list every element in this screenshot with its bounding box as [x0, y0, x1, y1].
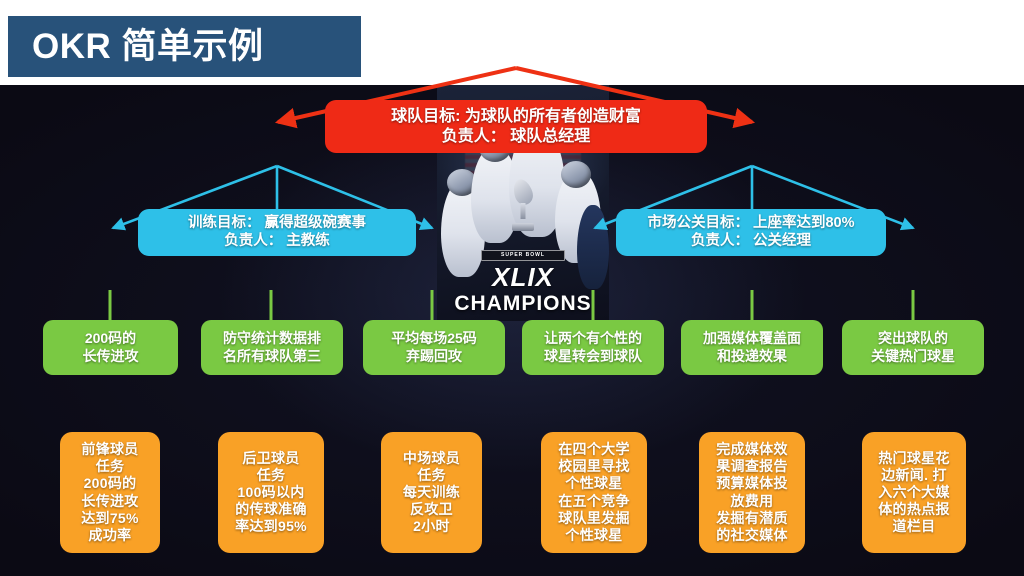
super-bowl-badge-label: SUPER BOWL [501, 252, 545, 259]
key-result-box-4[interactable]: 让两个有个性的 球星转会到球队 [522, 320, 664, 375]
goal-1-line-2: 负责人： 主教练 [224, 232, 330, 249]
title-band: OKR 简单示例 [0, 0, 1024, 85]
task-5-line-3: 预算媒体投 [716, 475, 788, 492]
task-6-line-4: 体的热点报 [878, 501, 950, 518]
task-box-1[interactable]: 前锋球员 任务 200码的 长传进攻 达到75% 成功率 [60, 432, 160, 553]
task-1-line-6: 成功率 [88, 526, 132, 543]
task-2-line-4: 的传球准确 [235, 501, 307, 518]
task-5-line-5: 发掘有潜质 [716, 509, 788, 526]
task-1-line-2: 任务 [95, 458, 125, 475]
roman-numeral-label: XLIX [492, 262, 554, 293]
task-6-line-5: 道栏目 [892, 518, 936, 535]
goal-1-line-1: 训练目标： 赢得超级碗赛事 [187, 214, 367, 231]
objective-box[interactable]: 球队目标: 为球队的所有者创造财富 负责人： 球队总经理 [325, 100, 707, 153]
task-2-line-1: 后卫球员 [242, 449, 300, 466]
task-6-line-2: 边新闻. 打 [881, 466, 947, 483]
goal-2-line-1: 市场公关目标： 上座率达到80% [647, 214, 855, 231]
task-5-line-6: 的社交媒体 [716, 526, 788, 543]
task-4-line-3: 个性球星 [565, 475, 623, 492]
key-result-box-1[interactable]: 200码的 长传进攻 [43, 320, 178, 375]
objective-line-1: 球队目标: 为球队的所有者创造财富 [391, 107, 641, 125]
trophy-stem [520, 203, 526, 220]
task-2-line-5: 率达到95% [235, 518, 307, 535]
task-4-line-1: 在四个大学 [558, 441, 630, 458]
task-3-line-1: 中场球员 [402, 449, 461, 466]
task-2-line-2: 任务 [256, 466, 286, 483]
task-box-4[interactable]: 在四个大学 校园里寻找 个性球星 在五个竞争 球队里发掘 个性球星 [541, 432, 647, 553]
key-result-box-2[interactable]: 防守统计数据排 名所有球队第三 [201, 320, 343, 375]
task-6-line-1: 热门球星花 [878, 449, 950, 466]
task-1-line-5: 达到75% [81, 509, 139, 526]
super-bowl-badge: SUPER BOWL [481, 250, 565, 262]
key-result-2-line-1: 防守统计数据排 [223, 330, 321, 347]
task-4-line-5: 球队里发掘 [558, 509, 630, 526]
task-box-5[interactable]: 完成媒体效 果调查报告 预算媒体投 放费用 发掘有潜质 的社交媒体 [699, 432, 805, 553]
key-result-4-line-2: 球星转会到球队 [544, 347, 642, 364]
goal-box-marketing-pr[interactable]: 市场公关目标： 上座率达到80% 负责人： 公关经理 [616, 209, 886, 256]
task-2-line-3: 100码以内 [237, 483, 305, 500]
champions-caption: CHAMPIONS [454, 291, 592, 315]
lombardi-trophy-icon [510, 177, 536, 232]
task-3-line-3: 每天训练 [402, 483, 461, 500]
task-1-line-1: 前锋球员 [81, 441, 139, 458]
trophy-base [512, 223, 534, 232]
key-result-2-line-2: 名所有球队第三 [223, 347, 321, 364]
key-result-box-3[interactable]: 平均每场25码 弃踢回攻 [363, 320, 505, 375]
key-result-1-line-2: 长传进攻 [82, 347, 139, 364]
task-4-line-4: 在五个竞争 [558, 492, 630, 509]
task-box-3[interactable]: 中场球员 任务 每天训练 反攻卫 2小时 [381, 432, 482, 553]
player-helmet-right [561, 161, 591, 188]
task-5-line-1: 完成媒体效 [716, 441, 788, 458]
key-result-5-line-2: 和投递效果 [717, 347, 787, 364]
player-silhouette-far-right [577, 205, 609, 289]
key-result-6-line-2: 关键热门球星 [871, 347, 955, 364]
key-result-box-5[interactable]: 加强媒体覆盖面 和投递效果 [681, 320, 823, 375]
page-title: OKR 简单示例 [32, 27, 264, 66]
key-result-3-line-2: 弃踢回攻 [406, 347, 462, 364]
slide-title-box: OKR 简单示例 [8, 16, 361, 77]
key-result-6-line-1: 突出球队的 [878, 330, 948, 347]
key-result-5-line-1: 加强媒体覆盖面 [703, 330, 801, 347]
task-3-line-4: 反攻卫 [410, 501, 453, 518]
task-box-2[interactable]: 后卫球员 任务 100码以内 的传球准确 率达到95% [218, 432, 324, 553]
task-4-line-2: 校园里寻找 [558, 458, 630, 475]
task-3-line-5: 2小时 [413, 518, 450, 535]
task-box-6[interactable]: 热门球星花 边新闻. 打 入六个大媒 体的热点报 道栏目 [862, 432, 966, 553]
goal-box-training[interactable]: 训练目标： 赢得超级碗赛事 负责人： 主教练 [138, 209, 416, 256]
task-5-line-4: 放费用 [730, 492, 774, 509]
goal-2-line-2: 负责人： 公关经理 [690, 232, 812, 249]
task-4-line-6: 个性球星 [565, 526, 623, 543]
task-6-line-3: 入六个大媒 [878, 483, 950, 500]
key-result-1-line-1: 200码的 [84, 330, 137, 347]
task-1-line-4: 长传进攻 [81, 492, 139, 509]
key-result-4-line-1: 让两个有个性的 [544, 330, 642, 347]
key-result-3-line-1: 平均每场25码 [391, 330, 477, 347]
key-result-box-6[interactable]: 突出球队的 关键热门球星 [842, 320, 984, 375]
task-1-line-3: 200码的 [83, 475, 137, 492]
objective-line-2: 负责人： 球队总经理 [441, 127, 591, 145]
task-3-line-2: 任务 [417, 466, 446, 483]
task-5-line-2: 果调查报告 [716, 458, 788, 475]
